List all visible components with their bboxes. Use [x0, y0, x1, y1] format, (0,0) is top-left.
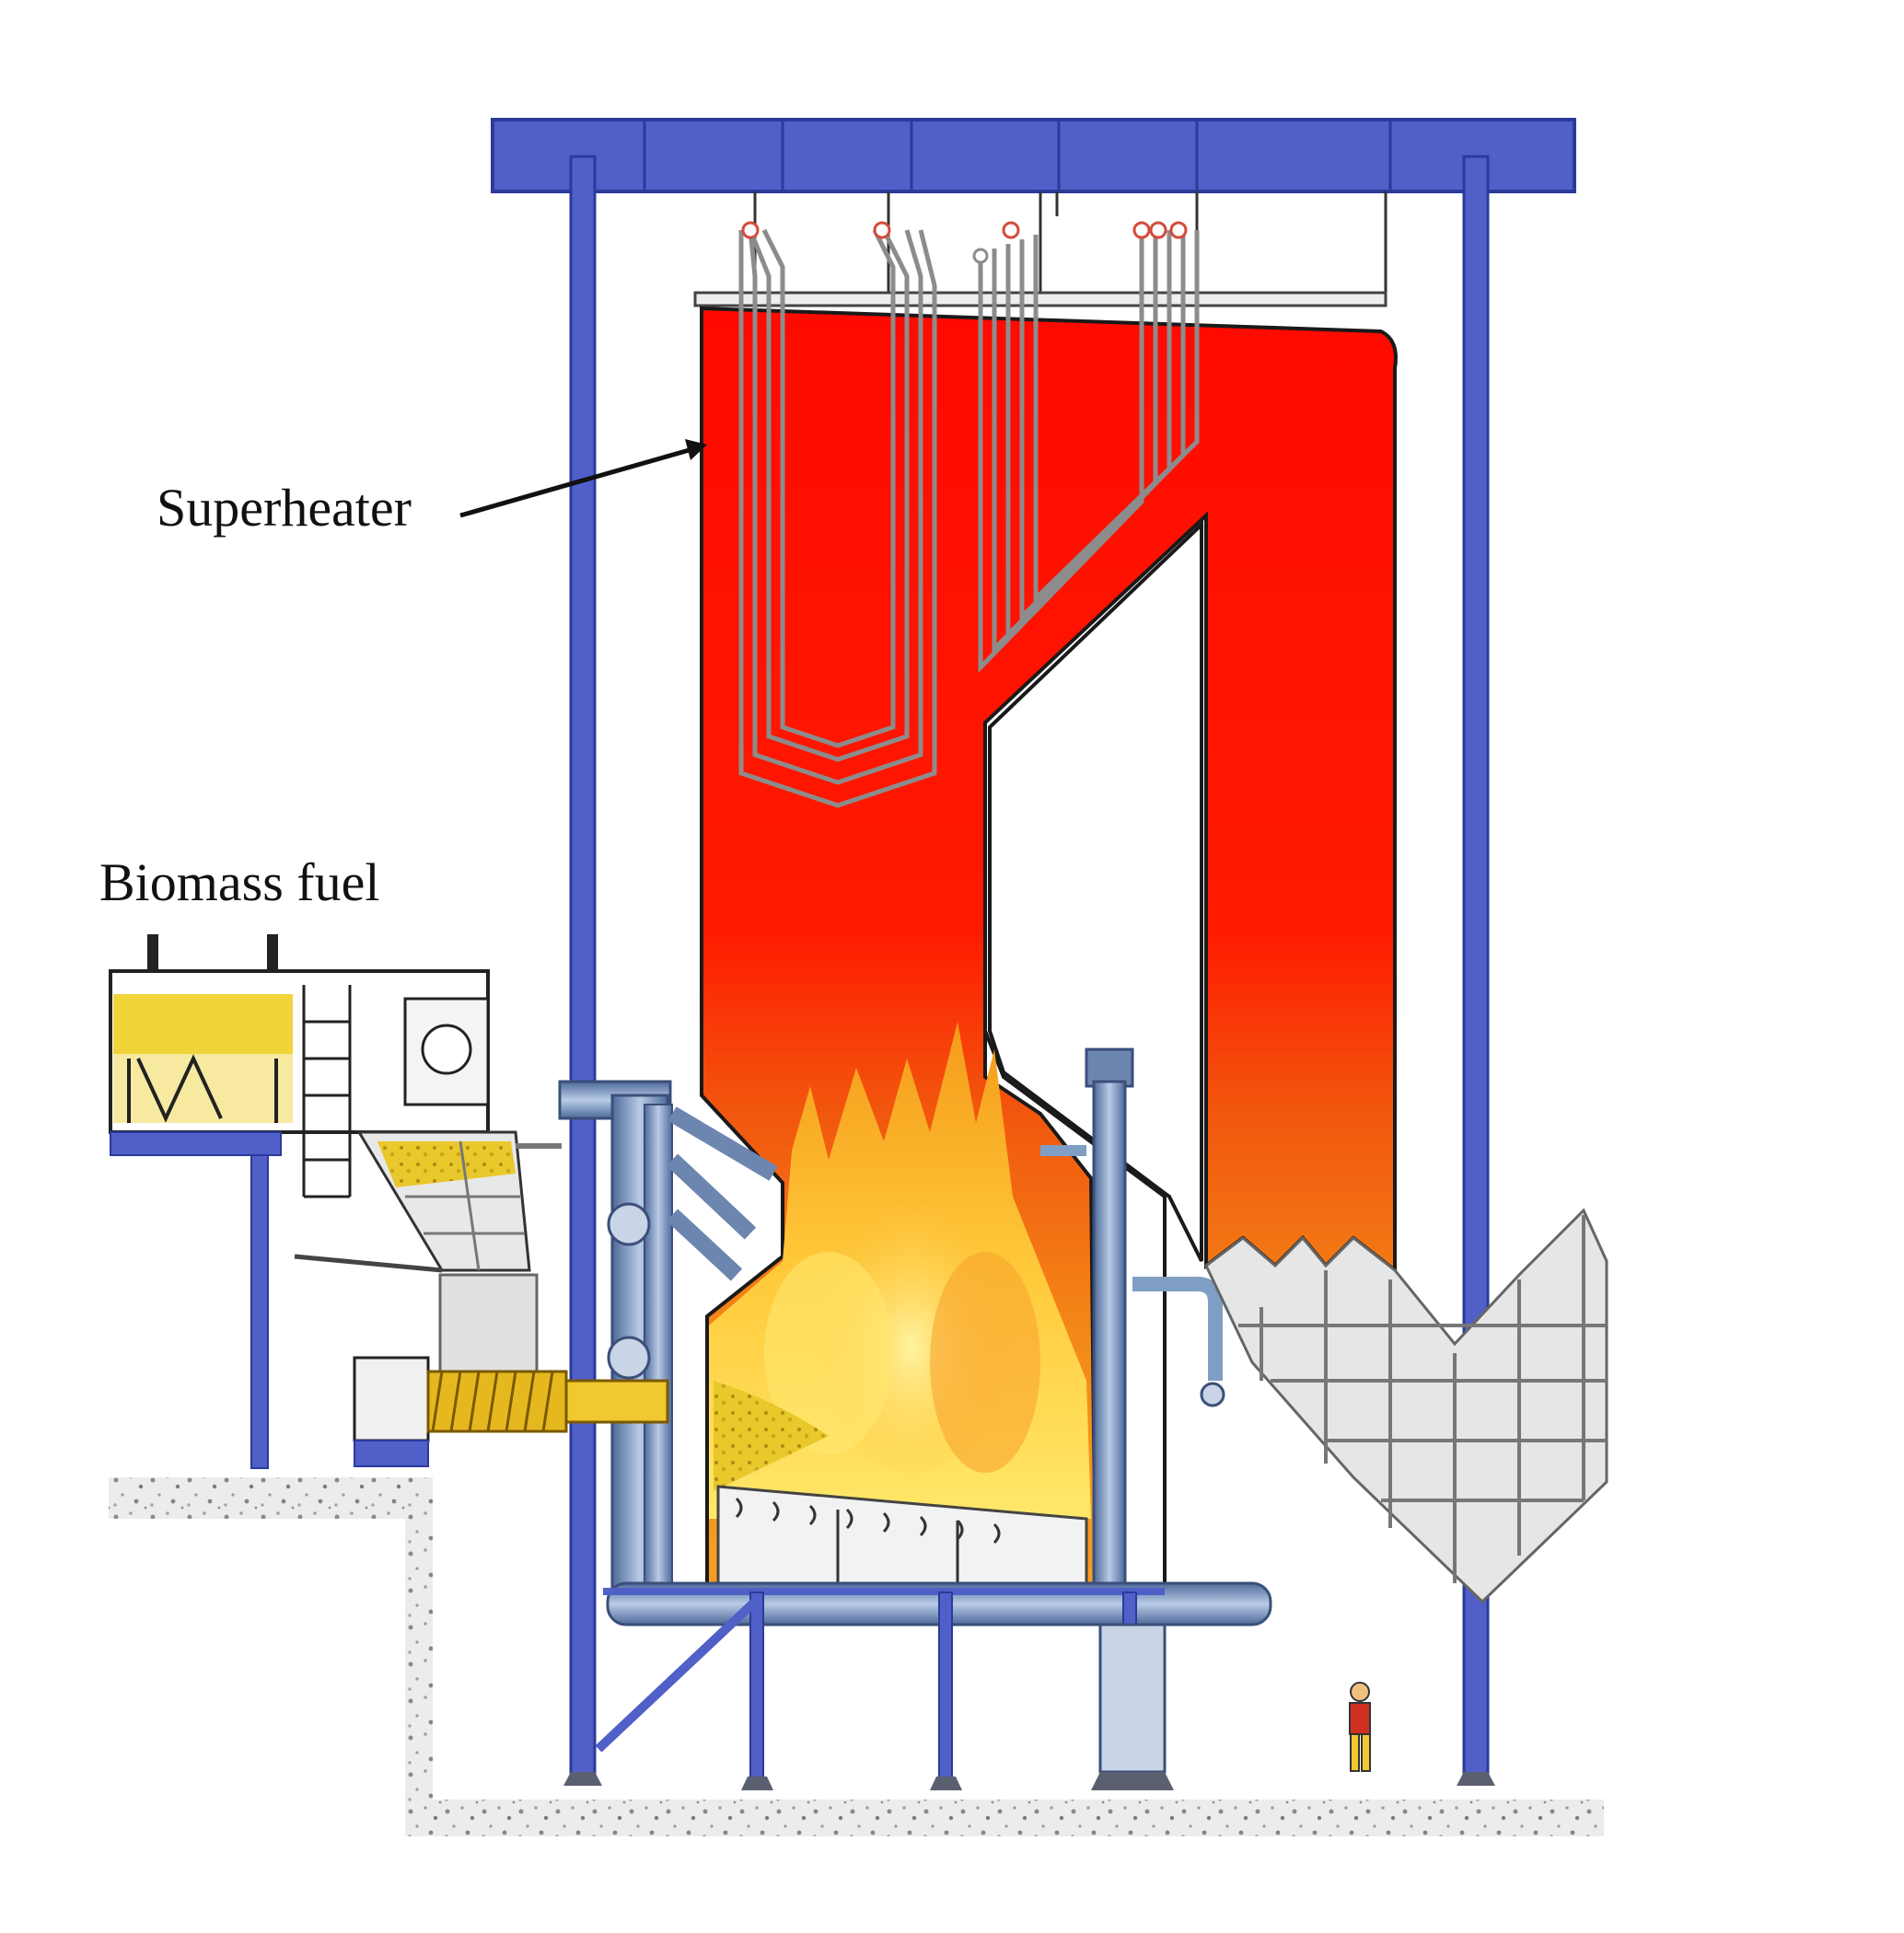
superheater-label: Superheater	[157, 478, 412, 538]
person-scale-figure	[1349, 1682, 1371, 1772]
flame	[709, 1022, 1091, 1519]
bottom-header	[595, 1581, 1272, 1790]
ash-hopper	[1204, 1208, 1608, 1604]
superheater-headers	[741, 221, 1188, 239]
top-support-beam	[491, 118, 1576, 193]
downcomer-pipes	[558, 1048, 1225, 1599]
left-column	[569, 155, 597, 1778]
biomass-feeder	[109, 934, 562, 1469]
superheater-tubes	[738, 228, 1200, 808]
screw-conveyor	[353, 1356, 669, 1467]
superheater-arrow	[459, 439, 707, 518]
biomass-fuel-label: Biomass fuel	[99, 852, 380, 912]
ground-foundation	[109, 1477, 1604, 1836]
